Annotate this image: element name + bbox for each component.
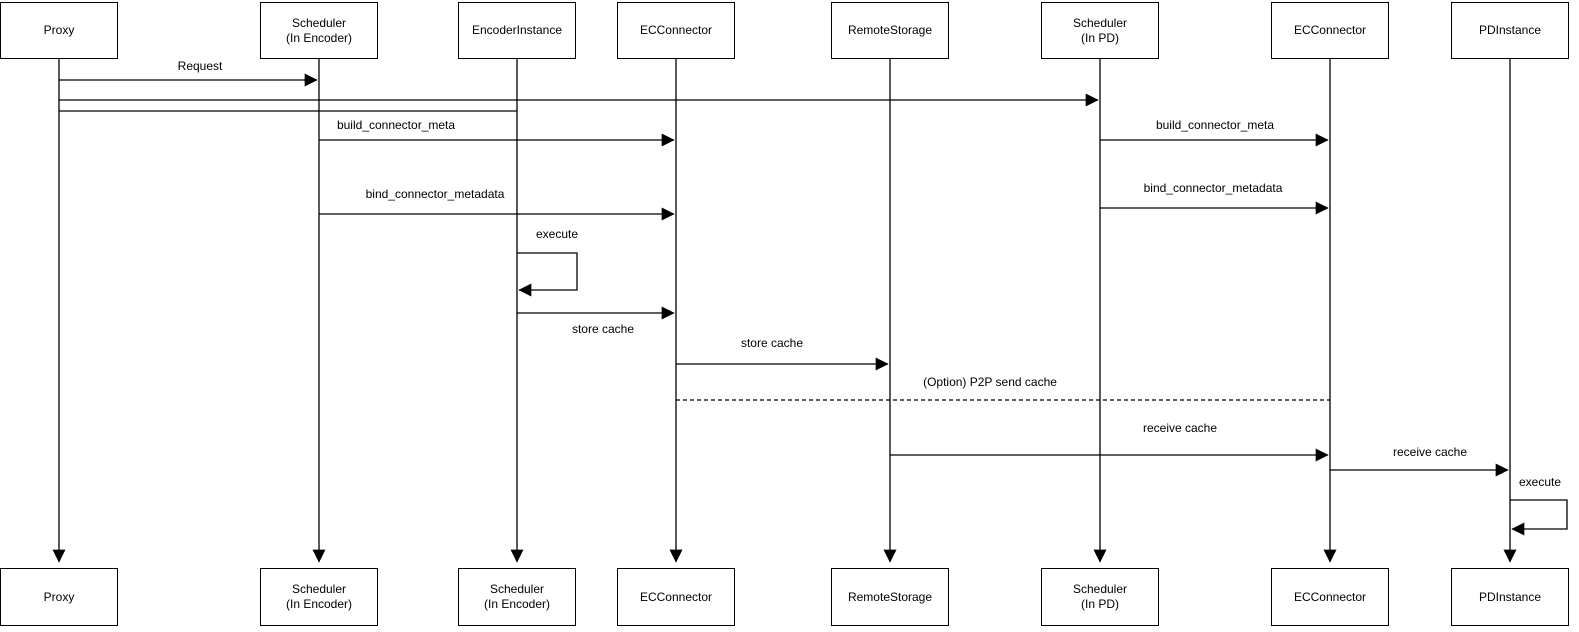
actor-box-scheduler-pd-bottom: Scheduler (In PD) <box>1041 568 1159 626</box>
actor-label: Scheduler <box>489 582 545 596</box>
actor-label: Proxy <box>43 589 75 604</box>
message-label-store-cache: store cache <box>738 336 806 350</box>
message-label-build-connector-meta: build_connector_meta <box>1153 118 1277 132</box>
actor-box-ec-connector-bottom: ECConnector <box>617 568 735 626</box>
message-label-execute: execute <box>1516 475 1564 489</box>
actor-label: Scheduler <box>1072 582 1128 596</box>
actor-box-pd-instance-top: PDInstance <box>1451 2 1569 59</box>
actor-label: Scheduler <box>291 15 347 30</box>
actor-label: Proxy <box>43 23 75 37</box>
actor-label-line2: (In Encoder) <box>285 597 353 611</box>
actor-box-ec-connector-top: ECConnector <box>617 2 735 59</box>
actor-label: PDInstance <box>1478 23 1542 37</box>
actor-box-ec-connector-2-top: ECConnector <box>1271 2 1389 59</box>
message-label-store-cache: store cache <box>569 322 637 336</box>
message-label-receive-cache: receive cache <box>1390 445 1470 459</box>
actor-label: ECConnector <box>1293 589 1367 604</box>
actor-label: PDInstance <box>1478 589 1542 604</box>
actor-box-scheduler-encoder-top: Scheduler (In Encoder) <box>260 2 378 59</box>
actor-label-line2: (In Encoder) <box>285 30 353 45</box>
actor-box-encoder-instance-top: EncoderInstance <box>458 2 576 59</box>
actor-label: Scheduler <box>1072 15 1128 30</box>
actor-label: ECConnector <box>639 23 713 37</box>
message-label-bind-connector-metadata: bind_connector_metadata <box>1141 181 1285 195</box>
actor-label: Scheduler <box>291 582 347 596</box>
actor-label-line2: (In Encoder) <box>483 597 551 611</box>
actor-label: ECConnector <box>1293 23 1367 37</box>
actor-label: ECConnector <box>639 589 713 604</box>
message-label-bind-connector-metadata: bind_connector_metadata <box>363 187 507 201</box>
message-label-request: Request <box>175 59 225 73</box>
actor-label-line2: (In PD) <box>1080 597 1119 611</box>
actor-label: EncoderInstance <box>471 23 563 37</box>
actor-label-line2: (In PD) <box>1080 30 1119 45</box>
actor-box-proxy-top: Proxy <box>0 2 118 59</box>
actor-box-scheduler-encoder-2-bottom: Scheduler (In Encoder) <box>458 568 576 626</box>
message-label-receive-cache: receive cache <box>1140 421 1220 435</box>
actor-label: RemoteStorage <box>847 589 933 604</box>
message-label-build-connector-meta: build_connector_meta <box>334 118 458 132</box>
actor-box-remote-storage-bottom: RemoteStorage <box>831 568 949 626</box>
actor-box-scheduler-encoder-bottom: Scheduler (In Encoder) <box>260 568 378 626</box>
actor-box-pd-instance-bottom: PDInstance <box>1451 568 1569 626</box>
message-label-p2p-send-cache: (Option) P2P send cache <box>921 375 1059 389</box>
actor-box-scheduler-pd-top: Scheduler (In PD) <box>1041 2 1159 59</box>
message-label-execute: execute <box>533 227 581 241</box>
actor-box-proxy-bottom: Proxy <box>0 568 118 626</box>
actor-box-remote-storage-top: RemoteStorage <box>831 2 949 59</box>
actor-label: RemoteStorage <box>847 23 933 37</box>
actor-box-ec-connector-2-bottom: ECConnector <box>1271 568 1389 626</box>
